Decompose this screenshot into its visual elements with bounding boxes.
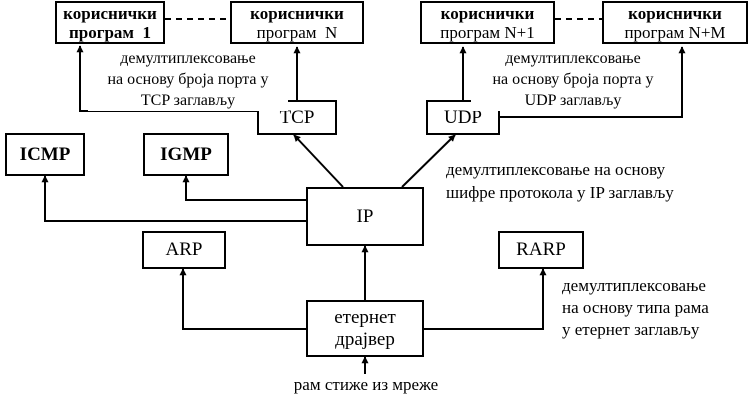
user-program-n-box: кориснички програм N [230,1,364,44]
user-program-n1-box: кориснички програм N+1 [420,1,555,44]
icmp-label: ICMP [19,143,71,165]
user-program-n-line2: програм N [256,22,338,42]
user-program-1-line1: кориснички [63,3,157,23]
ip-box: IP [306,187,424,246]
igmp-box: IGMP [143,133,229,176]
ip-demux-line2: шифре протокола у IP заглављу [446,183,674,202]
frame-arrives-annotation: рам стиже из мреже [264,374,468,395]
udp-demux-line2: на основу броја порта у [492,71,654,88]
igmp-label: IGMP [160,143,212,165]
user-program-nm-box: кориснички програм N+M [602,1,748,44]
udp-label: UDP [443,106,482,128]
arrow-udp-to-program-nm [500,46,686,118]
user-program-n-line1: кориснички [250,3,344,23]
ethernet-demux-line3: у етернет заглављу [562,320,700,339]
tcp-demux-annotation: демултиплексовање на основу броја порта … [88,48,288,111]
ethernet-demux-line2: на основу типа рама [562,298,709,317]
frame-arrives-text: рам стиже из мреже [293,375,439,394]
tcp-label: TCP [279,106,315,128]
arrow-tcp-to-program-1 [76,45,257,112]
arrow-ip-to-tcp [293,134,344,188]
user-program-n1-line1: кориснички [440,3,535,23]
ethernet-demux-line1: демултиплексовање [562,276,706,295]
ethernet-driver-line1: етернет [334,306,396,328]
ip-demux-line1: демултиплексовање на основу [446,160,666,179]
arrow-ethernet-to-arp [179,268,306,330]
udp-demux-annotation: демултиплексовање на основу броја порта … [471,48,675,111]
arp-box: ARP [142,231,226,269]
rarp-box: RARP [498,231,584,269]
user-program-1-box: кориснички програм 1 [55,1,165,44]
ethernet-demux-annotation: демултиплексовање на основу типа рама у … [562,275,750,341]
ethernet-driver-box: етернет драјвер [306,300,424,357]
ip-demux-annotation: демултиплексовање на основу шифре проток… [446,158,746,204]
arrow-ip-to-udp [401,134,456,188]
user-program-nm-line2: програм N+M [624,22,726,42]
udp-demux-line1: демултиплексовање [505,50,641,67]
tcp-demux-line1: демултиплексовање [120,50,256,67]
arp-label: ARP [165,239,203,260]
udp-demux-line3: UDP заглављу [524,92,622,109]
tcp-demux-line2: на основу броја порта у [107,71,269,88]
user-program-n1-line2: програм N+1 [440,22,535,42]
user-program-1-line2: програм 1 [68,22,151,42]
icmp-box: ICMP [5,133,85,176]
user-program-nm-line1: кориснички [628,3,722,23]
ip-label: IP [356,205,374,227]
tcp-demux-line3: TCP заглављу [140,92,236,109]
rarp-label: RARP [516,239,566,260]
arrow-ip-to-igmp [182,175,306,201]
arrow-ethernet-to-rarp [424,268,547,330]
arrow-ip-to-icmp [41,175,306,222]
ethernet-driver-line2: драјвер [335,328,395,350]
